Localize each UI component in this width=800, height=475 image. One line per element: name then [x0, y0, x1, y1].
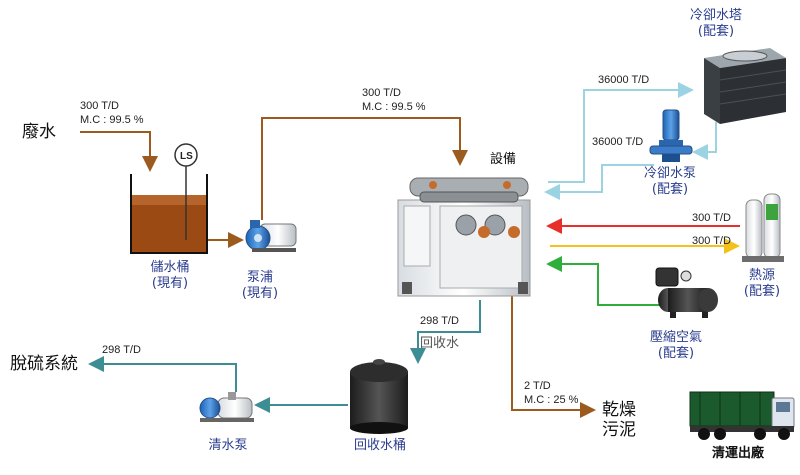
- cooling-supply-line: [548, 82, 694, 183]
- heat-source-flow-in: 300 T/D: [692, 212, 731, 224]
- compressor-sub: (配套): [657, 346, 695, 361]
- equipment-feed-flow: 300 T/D: [362, 87, 401, 99]
- equipment-label: 設備: [490, 152, 517, 167]
- sludge-flow: 2 T/D: [524, 380, 551, 392]
- cooling-tower-label: 冷卻水塔: [689, 8, 742, 23]
- wastewater-inflow-line: [80, 131, 158, 172]
- desulfurization-label: 脫硫系統: [10, 354, 78, 374]
- air-compressor: [655, 267, 718, 318]
- recycle-water-tank: [350, 359, 408, 434]
- clean-pump-flow: 298 T/D: [102, 344, 141, 356]
- clean-water-pump: [199, 392, 254, 422]
- cooling-tower-flow: 36000 T/D: [598, 74, 650, 86]
- equipment-feed-mc: M.C : 99.5 %: [362, 101, 426, 113]
- compressed-air-line: [546, 256, 660, 306]
- storage-tank-label: 儲水桶: [150, 260, 190, 275]
- clean-pump-label: 清水泵: [208, 438, 248, 453]
- truck-label: 清運出廠: [711, 446, 764, 461]
- recycled-water-label: 回收水: [420, 336, 460, 351]
- compressor-label: 壓縮空氣: [649, 330, 702, 345]
- wastewater-label: 廢水: [22, 122, 56, 142]
- cooling-pump-flow: 36000 T/D: [592, 136, 644, 148]
- storage-tank: [130, 143, 208, 254]
- sludge-label-line1: 乾燥: [602, 400, 636, 420]
- feed-pump: [245, 220, 297, 252]
- heat-source-label: 熱源: [748, 268, 775, 283]
- heat-source-sub: (配套): [743, 284, 781, 299]
- recycle-tank-label: 回收水桶: [353, 438, 406, 453]
- wastewater-flow: 300 T/D: [80, 100, 119, 112]
- cooling-pump-to-equipment-line: [544, 164, 654, 200]
- heat-source-flow-out: 300 T/D: [692, 235, 731, 247]
- dump-truck: [689, 391, 795, 440]
- cooling-tower: [704, 48, 787, 124]
- sludge-label-line2: 污泥: [602, 420, 636, 440]
- recycled-water-flow: 298 T/D: [420, 315, 459, 327]
- recycled-water-line: [410, 300, 481, 364]
- clean-pump-to-desulfurization-line: [88, 356, 237, 392]
- pump-to-equipment-line: [261, 117, 468, 220]
- cooling-pump-label: 冷卻水泵: [643, 166, 696, 181]
- equipment-unit: [397, 177, 531, 297]
- cooling-return-line: [692, 122, 717, 160]
- pump-sub: (現有): [241, 286, 279, 301]
- pump-label: 泵浦: [246, 270, 273, 285]
- level-sensor-label: LS: [180, 151, 193, 162]
- cooling-water-pump: [649, 109, 693, 162]
- heat-source: [742, 193, 784, 262]
- cooling-tower-sub: (配套): [697, 24, 735, 39]
- equipment-to-sludge-line: [511, 290, 596, 418]
- sludge-mc: M.C : 25 %: [524, 394, 579, 406]
- wastewater-mc: M.C : 99.5 %: [80, 114, 144, 126]
- cooling-pump-sub: (配套): [651, 182, 689, 197]
- storage-tank-sub: (現有): [151, 276, 189, 291]
